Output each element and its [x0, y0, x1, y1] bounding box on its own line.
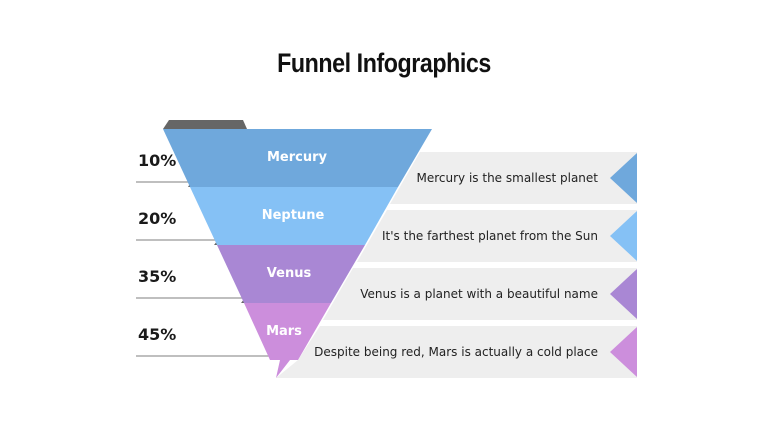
percent-label-mercury: 10% — [138, 151, 177, 170]
description-box-mars — [276, 326, 637, 378]
funnel-segment-venus — [217, 245, 365, 303]
segment-label-mercury: Mercury — [266, 150, 327, 165]
description-text-venus: Venus is a planet with a beautiful name — [360, 287, 598, 301]
description-text-neptune: It's the farthest planet from the Sun — [382, 229, 598, 243]
description-box-mercury — [390, 152, 637, 204]
page-title: Funnel Infographics — [277, 48, 491, 78]
segment-label-venus: Venus — [266, 266, 312, 281]
funnel-top-tab — [163, 120, 247, 129]
description-box-venus — [323, 268, 637, 320]
marker-triangle-neptune — [610, 211, 637, 261]
funnel-segment-mercury — [163, 129, 432, 187]
marker-triangle-mercury — [610, 153, 637, 203]
marker-triangle-mars — [610, 327, 637, 377]
percent-label-mars: 45% — [138, 325, 177, 344]
marker-triangle-venus — [610, 269, 637, 319]
description-boxes — [276, 152, 637, 378]
percent-label-neptune: 20% — [138, 209, 177, 228]
description-text-mercury: Mercury is the smallest planet — [416, 171, 598, 185]
description-box-neptune — [357, 210, 637, 262]
percent-label-venus: 35% — [138, 267, 177, 286]
description-text-mars: Despite being red, Mars is actually a co… — [314, 345, 598, 359]
funnel-segment-mars — [244, 303, 331, 378]
segment-label-mars: Mars — [266, 324, 302, 339]
funnel-segment-neptune — [190, 187, 398, 245]
segment-label-neptune: Neptune — [261, 208, 325, 223]
